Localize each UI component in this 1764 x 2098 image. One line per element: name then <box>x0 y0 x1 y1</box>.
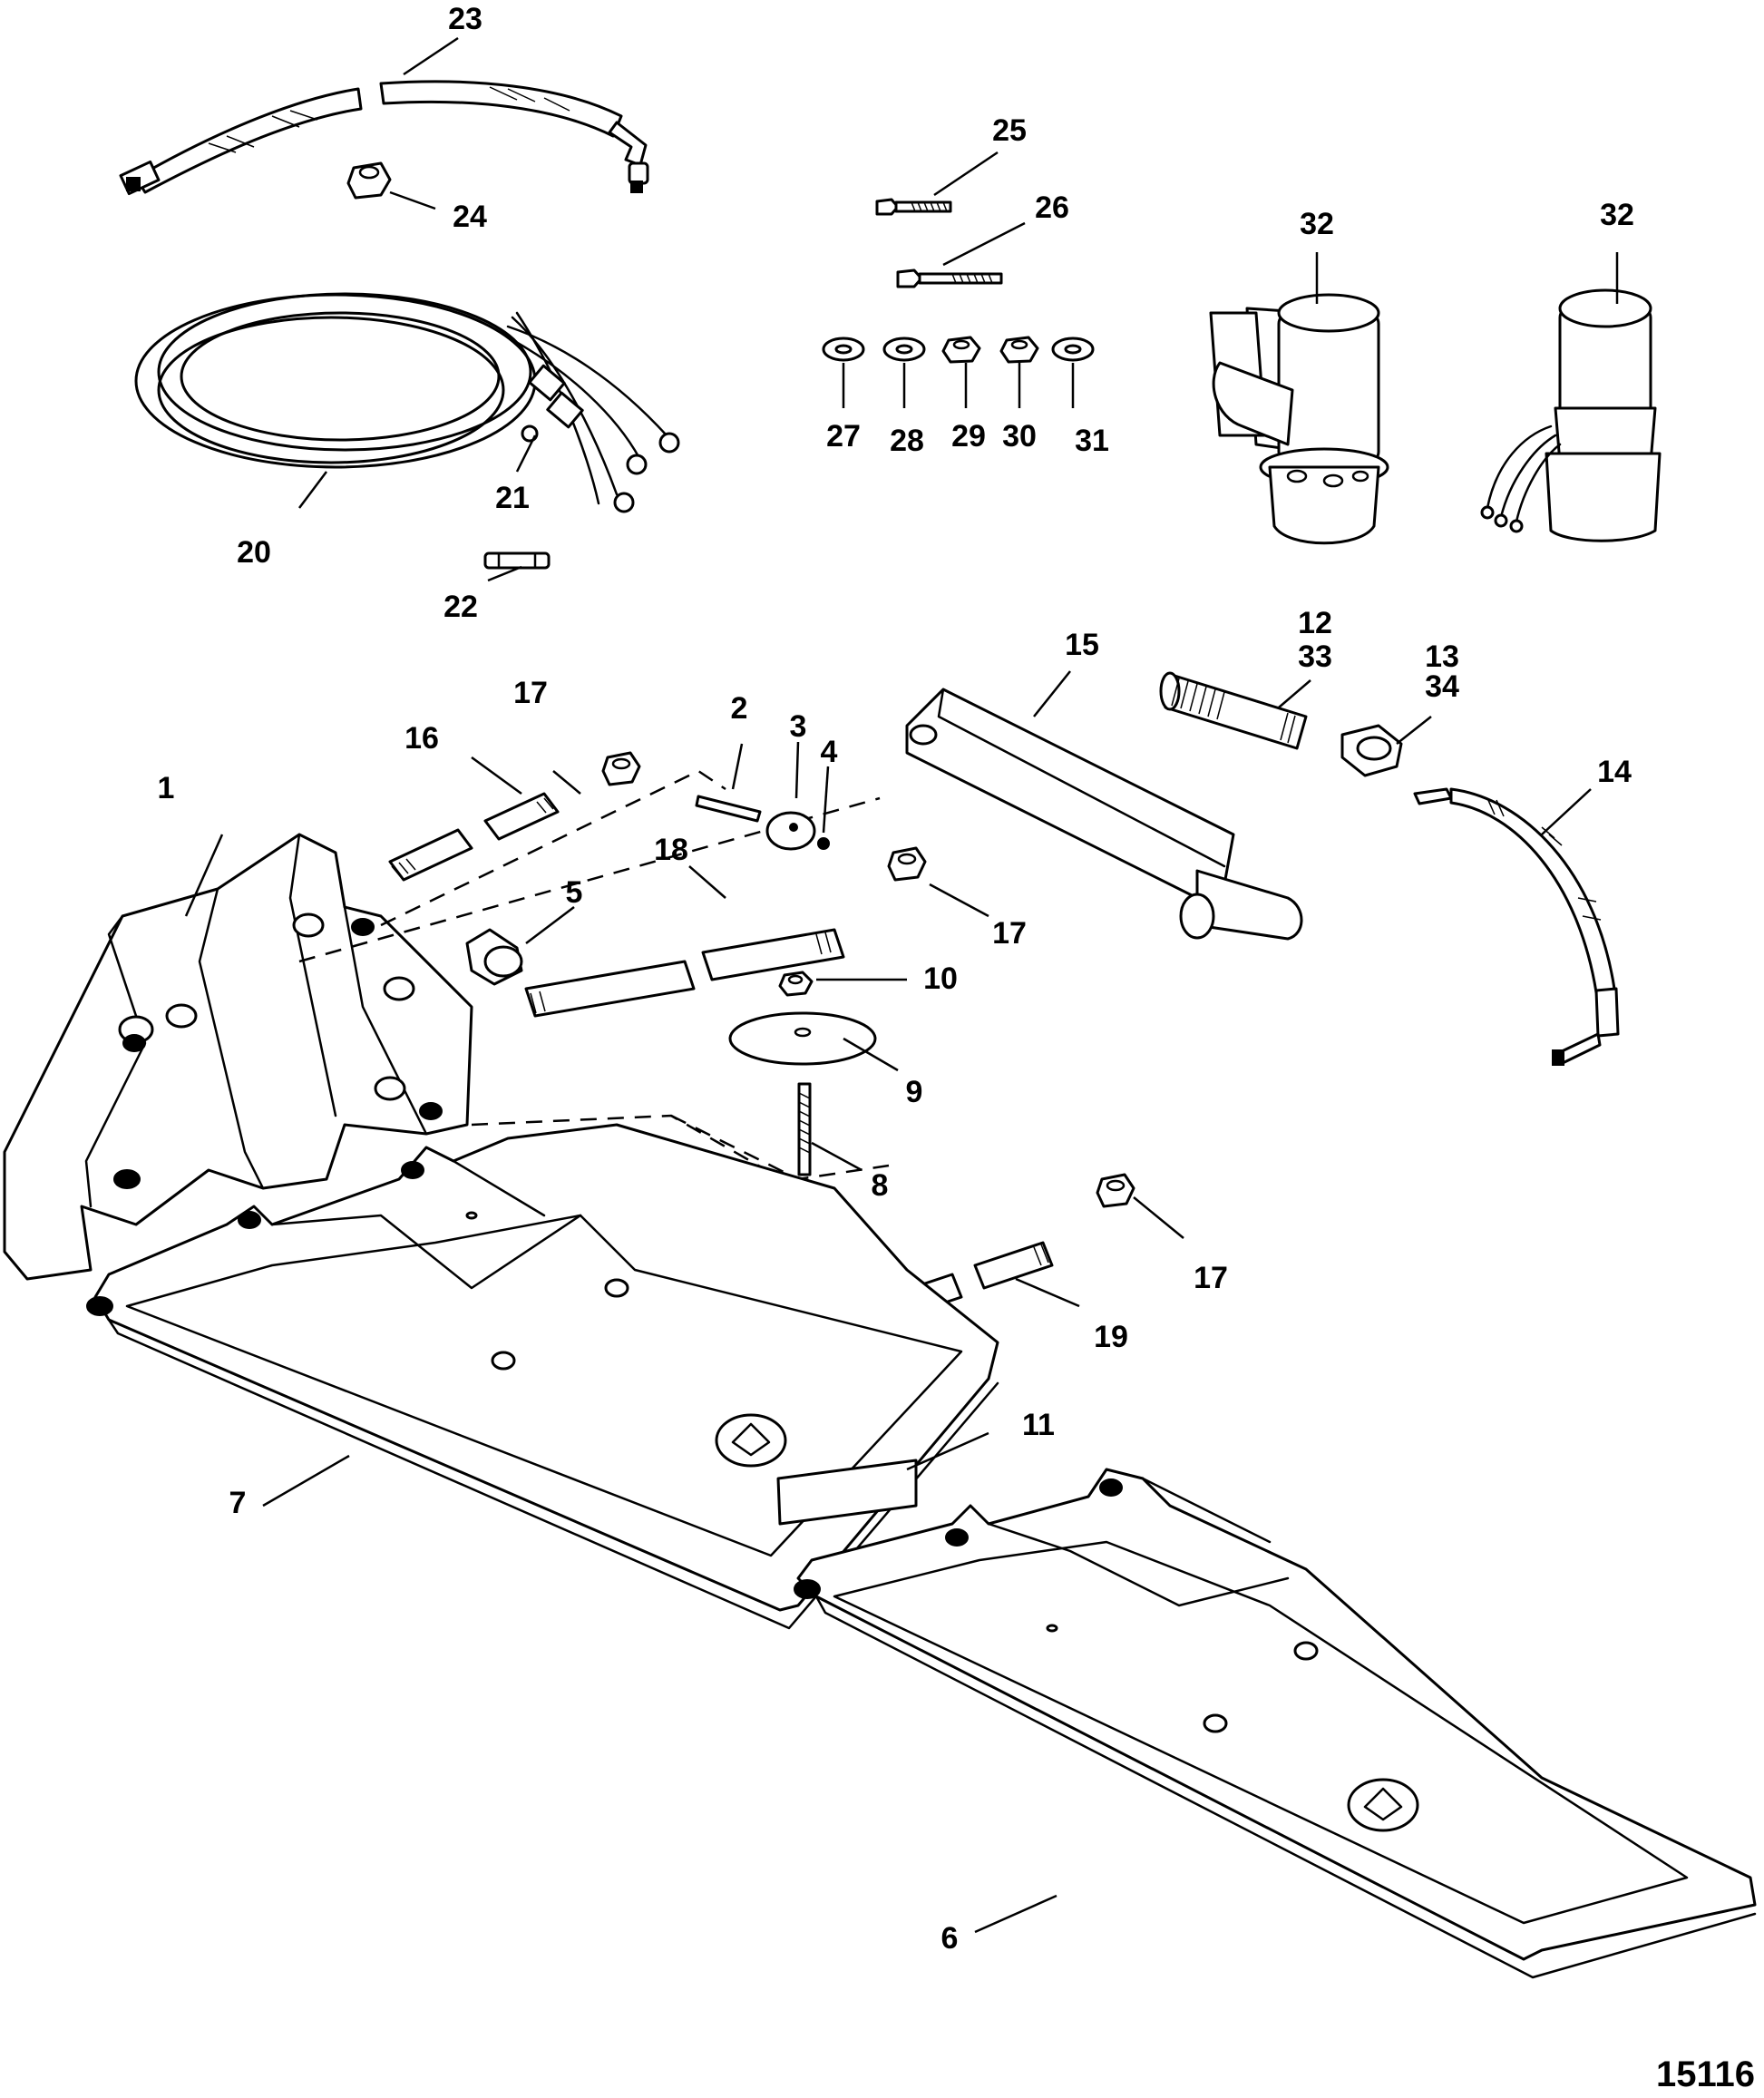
part-10-nut <box>778 971 814 997</box>
callout-labels: 23 24 25 26 27 28 29 30 31 32 32 20 21 2… <box>158 2 1755 2094</box>
part-20-wiring-harness <box>134 292 680 513</box>
callout-6: 6 <box>941 1921 959 1956</box>
callout-29: 29 <box>951 419 986 454</box>
callout-26: 26 <box>1035 190 1069 225</box>
callout-12: 12 <box>1298 606 1332 640</box>
part-25-bolt <box>875 198 952 216</box>
callout-32-right: 32 <box>1600 198 1634 232</box>
leader-lines <box>184 36 1619 1934</box>
part-17-nut-lower <box>1096 1173 1135 1208</box>
callout-31: 31 <box>1075 424 1109 458</box>
part-7-trim-tab <box>86 1123 999 1630</box>
callout-28: 28 <box>890 424 924 458</box>
callout-17-middle: 17 <box>992 916 1027 951</box>
callout-20: 20 <box>237 535 271 570</box>
part-5-plug <box>465 928 523 986</box>
callout-30: 30 <box>1002 419 1037 454</box>
callout-9: 9 <box>906 1075 923 1109</box>
callout-15: 15 <box>1065 628 1099 662</box>
part-26-bolt <box>896 268 1003 288</box>
callout-8: 8 <box>872 1168 889 1203</box>
callout-32-left: 32 <box>1300 207 1334 241</box>
callout-21: 21 <box>495 481 530 515</box>
part-17-nut-middle <box>887 846 927 882</box>
callout-25: 25 <box>992 113 1027 148</box>
part-31-washer <box>1051 337 1095 362</box>
callout-3: 3 <box>790 709 807 744</box>
callout-5: 5 <box>566 875 583 910</box>
callout-14: 14 <box>1597 755 1632 789</box>
part-24-fitting-nut <box>346 161 392 200</box>
callout-10: 10 <box>923 961 958 996</box>
part-15-trim-cylinder <box>905 688 1303 941</box>
callout-19: 19 <box>1094 1320 1128 1354</box>
callout-1: 1 <box>158 771 175 805</box>
callout-33: 33 <box>1298 639 1332 674</box>
callout-7: 7 <box>229 1486 247 1520</box>
callout-2: 2 <box>731 691 748 726</box>
callout-24: 24 <box>453 200 487 234</box>
part-3-anode-plate <box>765 811 816 851</box>
part-13-34-nut <box>1340 724 1403 777</box>
callout-18: 18 <box>654 833 688 867</box>
callout-34: 34 <box>1425 669 1459 704</box>
part-17-nut-upper <box>601 751 641 786</box>
part-27-washer <box>822 337 865 362</box>
part-32-trim-pump-right <box>1480 288 1662 542</box>
callout-16: 16 <box>404 721 439 756</box>
part-8-stud <box>797 1082 812 1176</box>
callout-23: 23 <box>448 2 482 36</box>
callout-17-lower: 17 <box>1194 1261 1228 1295</box>
part-9-washer <box>728 1011 877 1066</box>
part-28-washer <box>882 337 926 362</box>
callout-11: 11 <box>1022 1408 1055 1442</box>
part-16-stud <box>388 792 560 882</box>
part-2-roll-pin <box>695 795 762 823</box>
drawing-number: 15116 <box>1656 2054 1755 2094</box>
part-32-trim-pump-left <box>1209 293 1389 545</box>
callout-22: 22 <box>443 590 478 624</box>
part-6-trim-tab <box>794 1468 1757 1979</box>
part-23-hydraulic-hose <box>119 80 649 196</box>
part-14-hydraulic-hose <box>1413 787 1620 1066</box>
part-18-stud <box>524 928 845 1018</box>
callout-17-upper: 17 <box>513 676 548 710</box>
callout-13: 13 <box>1425 639 1459 674</box>
part-4-screw <box>817 837 830 850</box>
callout-27: 27 <box>826 419 861 454</box>
part-29-nut <box>941 336 981 364</box>
callout-4: 4 <box>821 735 838 769</box>
part-30-nut <box>999 336 1039 364</box>
part-12-33-pivot-shaft <box>1159 671 1308 750</box>
part-22-fuse <box>483 551 551 570</box>
